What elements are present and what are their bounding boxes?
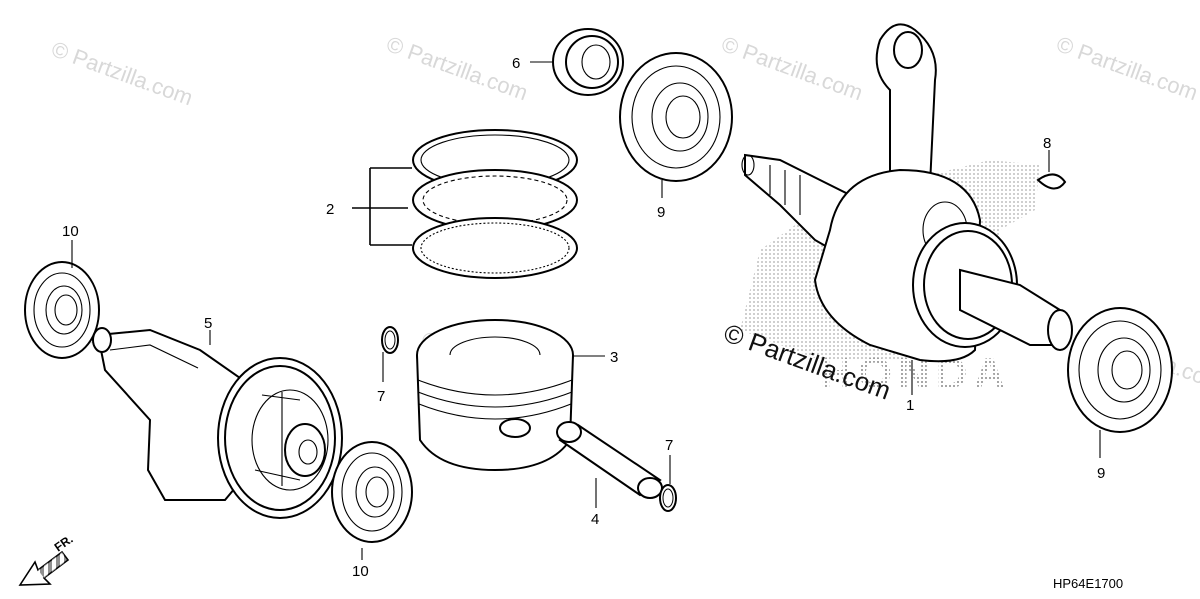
watermark: © Partzilla.com — [718, 31, 866, 105]
callout-3: 3 — [610, 349, 618, 366]
crankshaft-part-1 — [741, 23, 1073, 395]
diagram-code: HP64E1700 — [1053, 576, 1123, 591]
bearing-part-9-upper — [619, 52, 733, 198]
callout-1: 1 — [906, 397, 914, 414]
watermark-layer: © Partzilla.com © Partzilla.com © Partzi… — [48, 31, 1200, 400]
callout-10-lower: 10 — [352, 563, 369, 580]
bearing-part-10-upper — [24, 261, 100, 359]
watermark: © Partzilla.com — [48, 36, 196, 110]
watermark: © Partzilla.com — [383, 31, 531, 105]
callout-4: 4 — [591, 511, 599, 528]
balancer-shaft-part-5 — [92, 327, 343, 519]
front-arrow: FR. — [18, 532, 76, 586]
piston-rings-part-2 — [352, 129, 578, 279]
piston-pin-clip-part-7-left — [381, 326, 399, 382]
piston-pin-part-4 — [556, 421, 663, 508]
watermark: © Partzilla.com — [1053, 31, 1200, 105]
callout-5: 5 — [204, 315, 212, 332]
callout-6: 6 — [512, 55, 520, 72]
bearing-part-10-lower — [331, 441, 413, 543]
callout-9-upper: 9 — [657, 204, 665, 221]
woodruff-key-part-8 — [1036, 150, 1067, 190]
callout-2: 2 — [326, 201, 334, 218]
gear-part-6 — [530, 28, 624, 96]
front-marker-label: FR. — [52, 532, 76, 555]
callout-7-left: 7 — [377, 388, 385, 405]
piston-part-3 — [416, 319, 605, 472]
piston-pin-clip-part-7-right — [659, 455, 677, 512]
callout-9-lower: 9 — [1097, 465, 1105, 482]
callout-7-right: 7 — [665, 437, 673, 454]
callout-10-upper: 10 — [62, 223, 79, 240]
bearing-part-9-lower — [1067, 307, 1173, 458]
callout-8: 8 — [1043, 135, 1051, 152]
